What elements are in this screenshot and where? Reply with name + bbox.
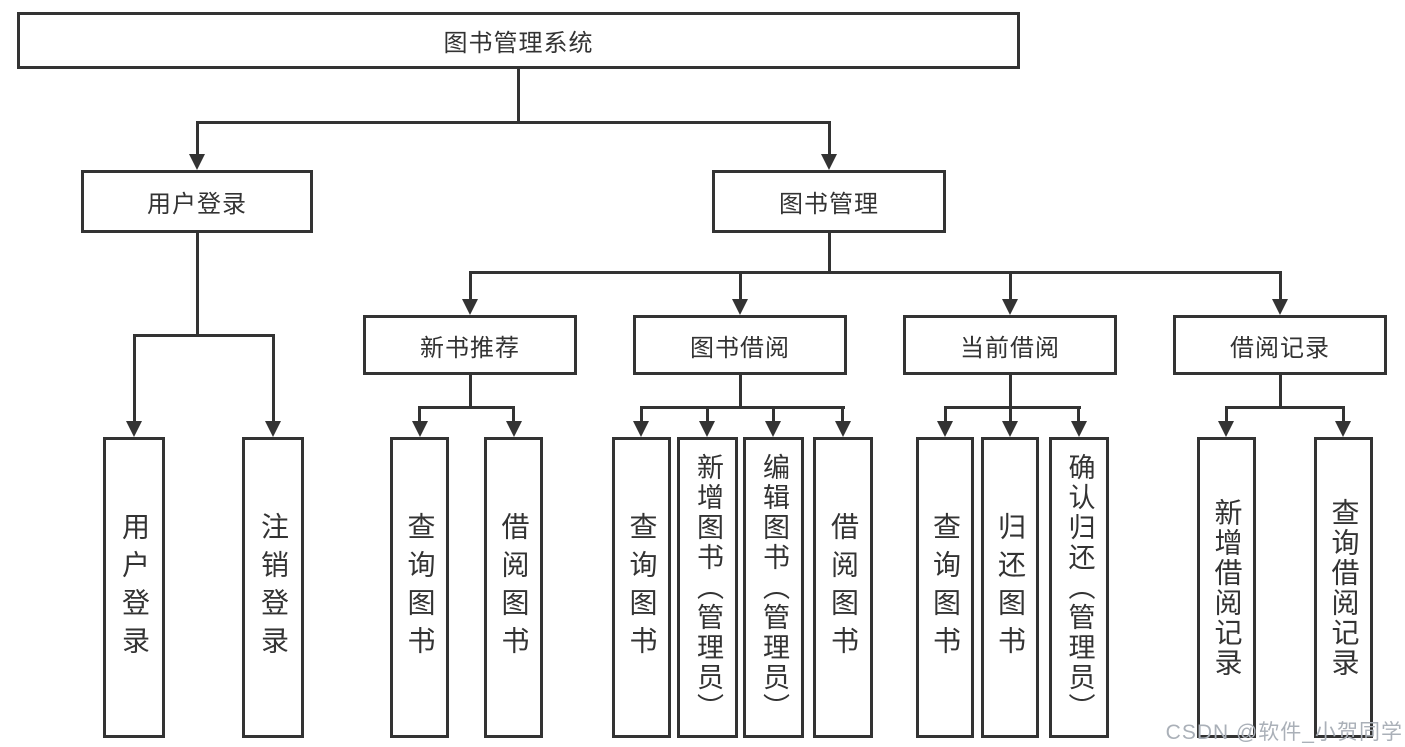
connector-arrow [418, 409, 421, 421]
leaf-logout-label: 注销登录 [258, 511, 289, 664]
leaf-borrow-books-borrow: 借阅图书 [813, 437, 873, 738]
leaf-query-books-borrow-label: 查询图书 [626, 511, 658, 664]
connector-line [195, 121, 831, 124]
connector-arrow [271, 337, 275, 421]
node-book-management: 图书管理 [712, 170, 946, 233]
node-user-login: 用户登录 [81, 170, 313, 233]
leaf-query-books-recommend-label: 查询图书 [404, 511, 436, 664]
leaf-query-borrow-record: 查询借阅记录 [1314, 437, 1373, 738]
leaf-add-books-admin-label: 新增图书（管理员） [693, 452, 723, 723]
connector-line [468, 375, 472, 409]
connector-arrow [195, 124, 199, 154]
connector-line [639, 406, 845, 409]
connector-arrow [1341, 409, 1345, 421]
connector-line [468, 271, 1282, 274]
node-book-management-system: 图书管理系统 [17, 12, 1020, 69]
leaf-query-books-borrow: 查询图书 [612, 437, 671, 738]
leaf-confirm-return-admin-label: 确认归还（管理员） [1064, 452, 1095, 723]
node-user-login-label: 用户登录 [147, 191, 247, 218]
leaf-edit-books-admin: 编辑图书（管理员） [743, 437, 804, 738]
watermark: CSDN @软件_小贺同学 [1165, 721, 1403, 744]
leaf-confirm-return-admin: 确认归还（管理员） [1049, 437, 1109, 738]
leaf-query-books-recommend: 查询图书 [390, 437, 449, 738]
leaf-user-login-label: 用户登录 [119, 511, 150, 664]
leaf-borrow-books-borrow-label: 借阅图书 [828, 511, 859, 664]
node-new-book-recommendation: 新书推荐 [363, 315, 577, 375]
leaf-edit-books-admin-label: 编辑图书（管理员） [759, 452, 789, 723]
connector-arrow [827, 124, 831, 154]
node-borrowing-records: 借阅记录 [1173, 315, 1387, 375]
leaf-add-borrow-record-label: 新增借阅记录 [1211, 497, 1243, 678]
connector-arrow [512, 409, 515, 421]
connector-arrow [639, 409, 643, 421]
connector-line [1278, 375, 1282, 409]
connector-arrow [132, 337, 136, 421]
connector-arrow [468, 274, 472, 299]
connector-line [827, 233, 831, 274]
node-borrowing-records-label: 借阅记录 [1230, 334, 1330, 362]
connector-line [517, 69, 520, 124]
connector-arrow [705, 409, 709, 421]
connector-arrow [1008, 274, 1012, 299]
leaf-return-books: 归还图书 [981, 437, 1039, 738]
leaf-user-login: 用户登录 [103, 437, 165, 738]
leaf-add-borrow-record: 新增借阅记录 [1197, 437, 1256, 738]
connector-line [195, 233, 199, 337]
connector-line [943, 406, 1081, 409]
leaf-query-books-current: 查询图书 [916, 437, 974, 738]
leaf-return-books-label: 归还图书 [995, 511, 1026, 664]
leaf-logout: 注销登录 [242, 437, 304, 738]
connector-arrow [1008, 409, 1012, 421]
connector-arrow [771, 409, 775, 421]
leaf-borrow-books-recommend: 借阅图书 [484, 437, 543, 738]
connector-arrow [1278, 274, 1282, 299]
node-book-borrowing-label: 图书借阅 [690, 334, 790, 362]
node-book-management-label: 图书管理 [779, 191, 879, 218]
node-current-borrowing-label: 当前借阅 [960, 334, 1060, 362]
leaf-query-books-current-label: 查询图书 [930, 511, 961, 664]
node-book-borrowing: 图书借阅 [633, 315, 847, 375]
connector-arrow [841, 409, 844, 421]
leaf-query-borrow-record-label: 查询借阅记录 [1328, 497, 1360, 678]
node-new-book-recommendation-label: 新书推荐 [420, 334, 520, 362]
connector-line [132, 334, 275, 337]
connector-arrow [943, 409, 947, 421]
connector-line [1008, 375, 1012, 409]
leaf-add-books-admin: 新增图书（管理员） [677, 437, 738, 738]
connector-arrow [738, 274, 742, 299]
leaf-borrow-books-recommend-label: 借阅图书 [498, 511, 530, 664]
connector-arrow [1224, 409, 1228, 421]
connector-line [738, 375, 742, 409]
connector-line [1224, 406, 1345, 409]
node-book-management-system-label: 图书管理系统 [443, 30, 594, 57]
connector-line [418, 406, 515, 409]
node-current-borrowing: 当前借阅 [903, 315, 1117, 375]
connector-arrow [1077, 409, 1080, 421]
